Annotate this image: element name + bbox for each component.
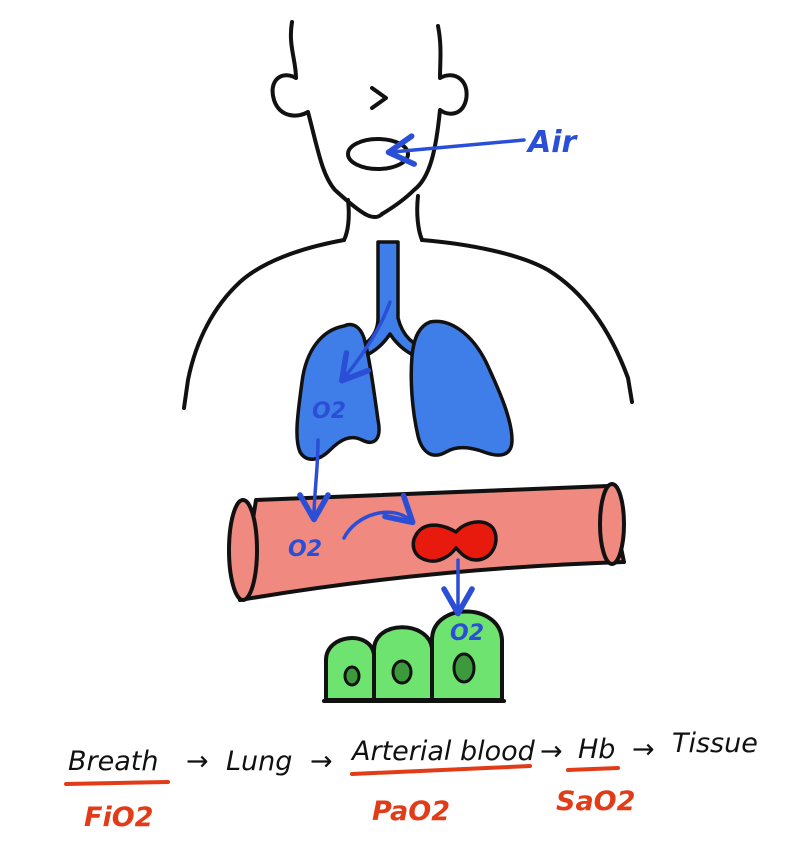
- tissue-cells: [322, 609, 506, 703]
- red-blood-cell: [411, 520, 498, 563]
- flow-arrow-2: →: [310, 746, 333, 777]
- flow-sequence: Breath → Lung → Arterial blood → Hb → Ti…: [68, 728, 758, 777]
- underline-breath: [64, 780, 170, 786]
- tissue-nucleus-3: [452, 652, 476, 684]
- vessel-left-opening: [227, 498, 259, 602]
- blood-vessel: [227, 482, 626, 602]
- mouth: [346, 137, 410, 171]
- flow-step-lung: Lung: [226, 746, 292, 777]
- lung-to-vessel-arrow: [297, 438, 331, 523]
- shoulder-left: [182, 238, 346, 410]
- right-lung: [409, 319, 514, 457]
- neck-right: [415, 194, 424, 242]
- o2-cell-label: O2: [450, 621, 484, 646]
- shoulder-right: [420, 238, 634, 404]
- lungs: [295, 240, 514, 461]
- head-outline-left: [270, 20, 367, 216]
- air-to-mouth-arrow: [385, 133, 526, 167]
- tissue-nucleus-2: [391, 659, 413, 685]
- head-outline-right: [380, 24, 469, 216]
- flow-step-breath: Breath: [68, 746, 158, 777]
- flow-arrow-4: →: [632, 734, 655, 765]
- underline-arterial-blood: [350, 764, 532, 776]
- measure-underlines: [64, 764, 620, 786]
- o2-lung-label: O2: [312, 399, 346, 424]
- oxygen-to-rbc-arrow: [342, 492, 416, 540]
- trachea-to-lung-arrow: [338, 300, 392, 384]
- flow-step-hb: Hb: [578, 734, 615, 765]
- tissue-nucleus-1: [343, 665, 361, 687]
- flow-arrow-1: →: [186, 746, 209, 777]
- flow-step-tissue: Tissue: [672, 728, 758, 759]
- measure-pao2: PaO2: [372, 796, 450, 827]
- o2-vessel-label: O2: [288, 537, 322, 562]
- human-figure: [182, 20, 634, 410]
- flow-arrow-3: →: [540, 736, 563, 767]
- neck-left: [342, 198, 351, 242]
- nose: [370, 86, 388, 110]
- flow-step-arterial-blood: Arterial blood: [350, 736, 536, 767]
- measure-sao2: SaO2: [556, 786, 635, 817]
- air-label: Air: [526, 125, 579, 160]
- measure-fio2: FiO2: [84, 802, 153, 833]
- oxygen-flow-arrows: [297, 133, 526, 617]
- underline-hb: [566, 766, 620, 772]
- vessel-right-opening: [598, 482, 626, 566]
- chin-outline: [363, 212, 384, 219]
